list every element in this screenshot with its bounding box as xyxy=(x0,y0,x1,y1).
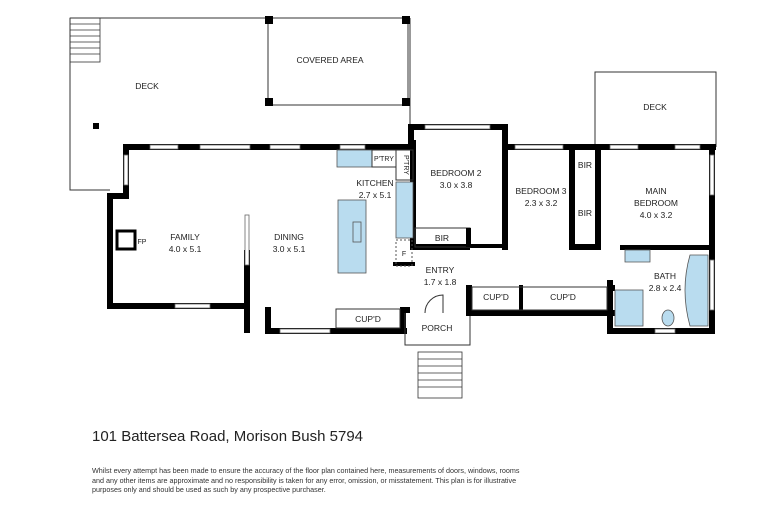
kitchen-island xyxy=(337,199,367,274)
cupd-label-entry-2: CUP'D xyxy=(550,292,576,302)
room-size-family: 4.0 x 5.1 xyxy=(169,244,202,254)
fireplace-label: FP xyxy=(138,239,147,246)
fridge-box xyxy=(395,239,413,267)
room-label-main-bedroom: MAIN xyxy=(645,186,666,196)
deck-post xyxy=(93,123,99,129)
pantry-label-2: P'TRY xyxy=(402,155,409,175)
fireplace-icon xyxy=(115,229,137,251)
shower xyxy=(614,289,644,327)
cupd-box xyxy=(335,308,401,329)
room-label-deck-right: DECK xyxy=(643,102,667,112)
cupd-entry-box xyxy=(471,286,608,311)
toilet xyxy=(661,309,675,327)
cupd-label-entry-1: CUP'D xyxy=(483,292,509,302)
stove-bench xyxy=(395,181,414,239)
windows xyxy=(123,124,715,334)
bathtub xyxy=(684,254,709,327)
room-label-entry: ENTRY xyxy=(426,265,455,275)
room-label-main-bedroom-2: BEDROOM xyxy=(634,198,678,208)
room-size-dining: 3.0 x 5.1 xyxy=(273,244,306,254)
room-label-kitchen: KITCHEN xyxy=(356,178,393,188)
room-label-bedroom3: BEDROOM 3 xyxy=(515,186,566,196)
porch-stairs xyxy=(417,351,463,399)
room-size-bath: 2.8 x 2.4 xyxy=(649,283,682,293)
room-label-covered-area: COVERED AREA xyxy=(296,55,363,65)
room-size-main-bedroom: 4.0 x 3.2 xyxy=(640,210,673,220)
covered-area-posts xyxy=(265,16,410,106)
bir-label-bedroom2: BIR xyxy=(435,233,449,243)
porch-outline xyxy=(404,313,471,346)
room-label-bedroom2: BEDROOM 2 xyxy=(430,168,481,178)
cupd-label-dining: CUP'D xyxy=(355,314,381,324)
room-size-bedroom2: 3.0 x 3.8 xyxy=(440,180,473,190)
pantry-label: P'TRY xyxy=(374,156,394,163)
covered-area-outline xyxy=(267,17,409,106)
right-deck-outline xyxy=(594,71,717,147)
deck-stairs xyxy=(69,17,101,63)
kitchen-bench xyxy=(336,149,373,168)
entry-door-swing xyxy=(424,294,444,314)
floor-plan: DECK COVERED AREA DECK FAMILY 4.0 x 5.1 … xyxy=(69,16,717,399)
pantry-box-2 xyxy=(395,149,414,181)
room-size-bedroom3: 2.3 x 3.2 xyxy=(525,198,558,208)
room-label-deck: DECK xyxy=(135,81,159,91)
bir-label-bedroom3: BIR xyxy=(578,208,592,218)
room-label-porch: PORCH xyxy=(422,323,453,333)
room-label-family: FAMILY xyxy=(170,232,200,242)
room-size-kitchen: 2.7 x 5.1 xyxy=(359,190,392,200)
property-address: 101 Battersea Road, Morison Bush 5794 xyxy=(92,428,364,445)
bir-label-bedroom3-top: BIR xyxy=(578,160,592,170)
room-label-dining: DINING xyxy=(274,232,304,242)
room-label-bath: BATH xyxy=(654,271,676,281)
sink-icon xyxy=(352,221,362,243)
disclaimer-text: Whilst every attempt has been made to en… xyxy=(92,466,520,494)
fridge-label: F xyxy=(402,251,406,258)
bath-vanity xyxy=(624,249,651,263)
room-size-entry: 1.7 x 1.8 xyxy=(424,277,457,287)
